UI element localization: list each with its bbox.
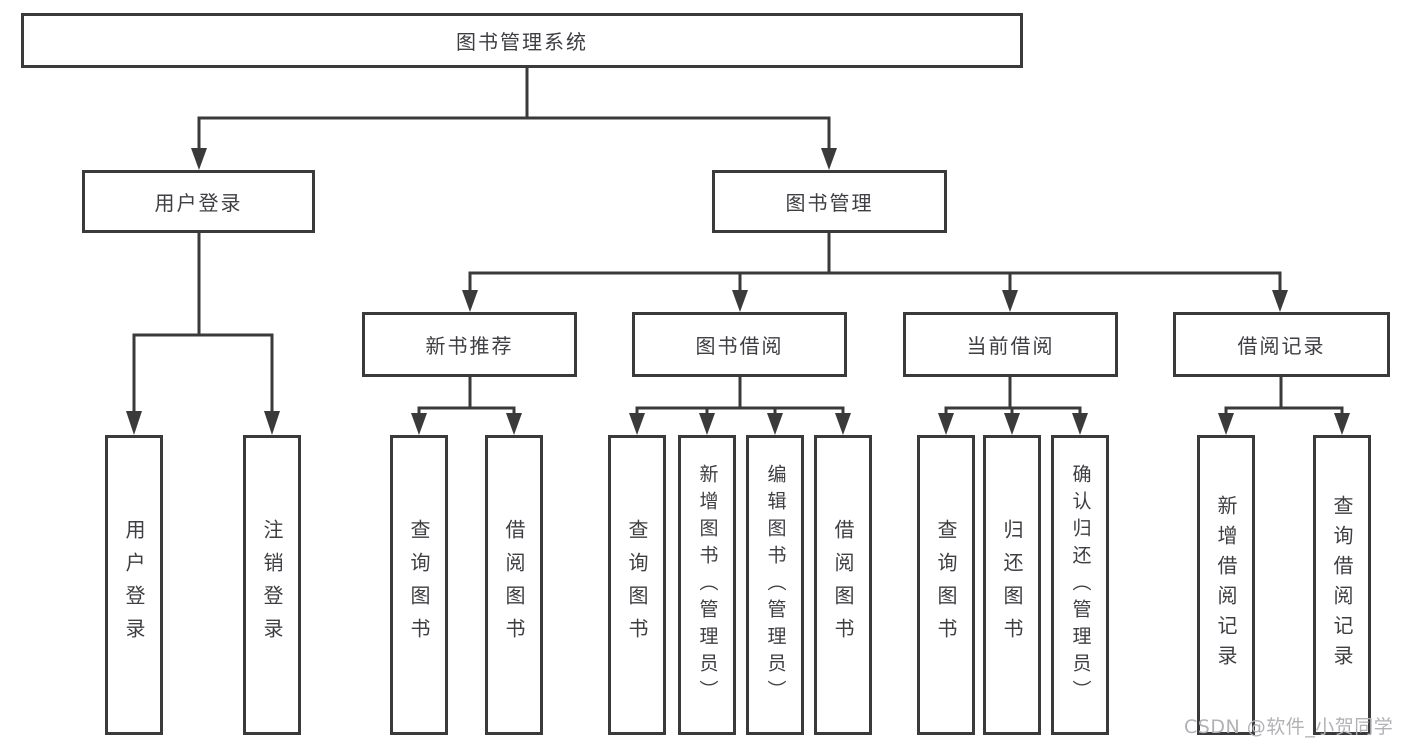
connector-new-book [417, 375, 516, 419]
leaf-user-login-label: 用户登录 [122, 519, 146, 651]
leaf-edit-books-admin: 编辑图书（管理员） [746, 435, 804, 735]
leaf-query-books-recommend-label: 查询图书 [407, 519, 431, 651]
node-current-borrow: 当前借阅 [903, 312, 1118, 377]
node-borrow-record-label: 借阅记录 [1237, 334, 1326, 358]
leaf-logout-label: 注销登录 [260, 519, 284, 651]
node-book-borrow-label: 图书借阅 [695, 334, 784, 358]
arrowheads [126, 148, 1350, 435]
leaf-edit-books-admin-label: 编辑图书（管理员） [764, 463, 787, 707]
leaf-add-books-admin-label: 新增图书（管理员） [696, 463, 719, 707]
node-book-management-label: 图书管理 [785, 191, 874, 215]
node-new-book-recommend: 新书推荐 [362, 312, 577, 377]
leaf-query-books-current-label: 查询图书 [934, 519, 958, 651]
leaf-logout: 注销登录 [243, 435, 301, 735]
connector-current-borrow [944, 375, 1082, 419]
leaf-return-books: 归还图书 [983, 435, 1041, 735]
leaf-query-books-current: 查询图书 [917, 435, 975, 735]
leaf-add-books-admin: 新增图书（管理员） [678, 435, 736, 735]
leaf-user-login: 用户登录 [105, 435, 163, 735]
connector-book-borrow [635, 375, 845, 419]
leaf-confirm-return-admin-label: 确认归还（管理员） [1069, 463, 1092, 707]
node-root-label: 图书管理系统 [456, 30, 588, 54]
node-current-borrow-label: 当前借阅 [966, 334, 1055, 358]
leaf-query-books-recommend: 查询图书 [390, 435, 448, 735]
leaf-borrow-books-label: 借阅图书 [831, 519, 855, 651]
leaf-return-books-label: 归还图书 [1000, 519, 1024, 651]
node-book-management: 图书管理 [712, 170, 947, 233]
node-new-book-recommend-label: 新书推荐 [425, 334, 514, 358]
leaf-add-borrow-record-label: 新增借阅记录 [1214, 495, 1238, 675]
connector-root [197, 66, 831, 152]
leaf-query-borrow-record: 查询借阅记录 [1313, 435, 1371, 735]
connector-user-login [132, 231, 274, 418]
leaf-borrow-books-recommend-label: 借阅图书 [502, 519, 526, 651]
leaf-borrow-books: 借阅图书 [814, 435, 872, 735]
leaf-query-books-borrow: 查询图书 [608, 435, 666, 735]
leaf-confirm-return-admin: 确认归还（管理员） [1051, 435, 1109, 735]
leaf-borrow-books-recommend: 借阅图书 [485, 435, 543, 735]
leaf-add-borrow-record: 新增借阅记录 [1197, 435, 1255, 735]
node-user-login: 用户登录 [82, 170, 315, 233]
node-user-login-label: 用户登录 [154, 191, 243, 215]
connector-borrow-record [1224, 375, 1344, 419]
node-root: 图书管理系统 [21, 13, 1023, 68]
node-borrow-record: 借阅记录 [1173, 312, 1390, 377]
connector-book-management [468, 231, 1282, 295]
node-book-borrow: 图书借阅 [632, 312, 847, 377]
csdn-watermark: CSDN @软件_小贺同学 [1184, 716, 1394, 738]
leaf-query-books-borrow-label: 查询图书 [625, 519, 649, 651]
leaf-query-borrow-record-label: 查询借阅记录 [1330, 495, 1354, 675]
